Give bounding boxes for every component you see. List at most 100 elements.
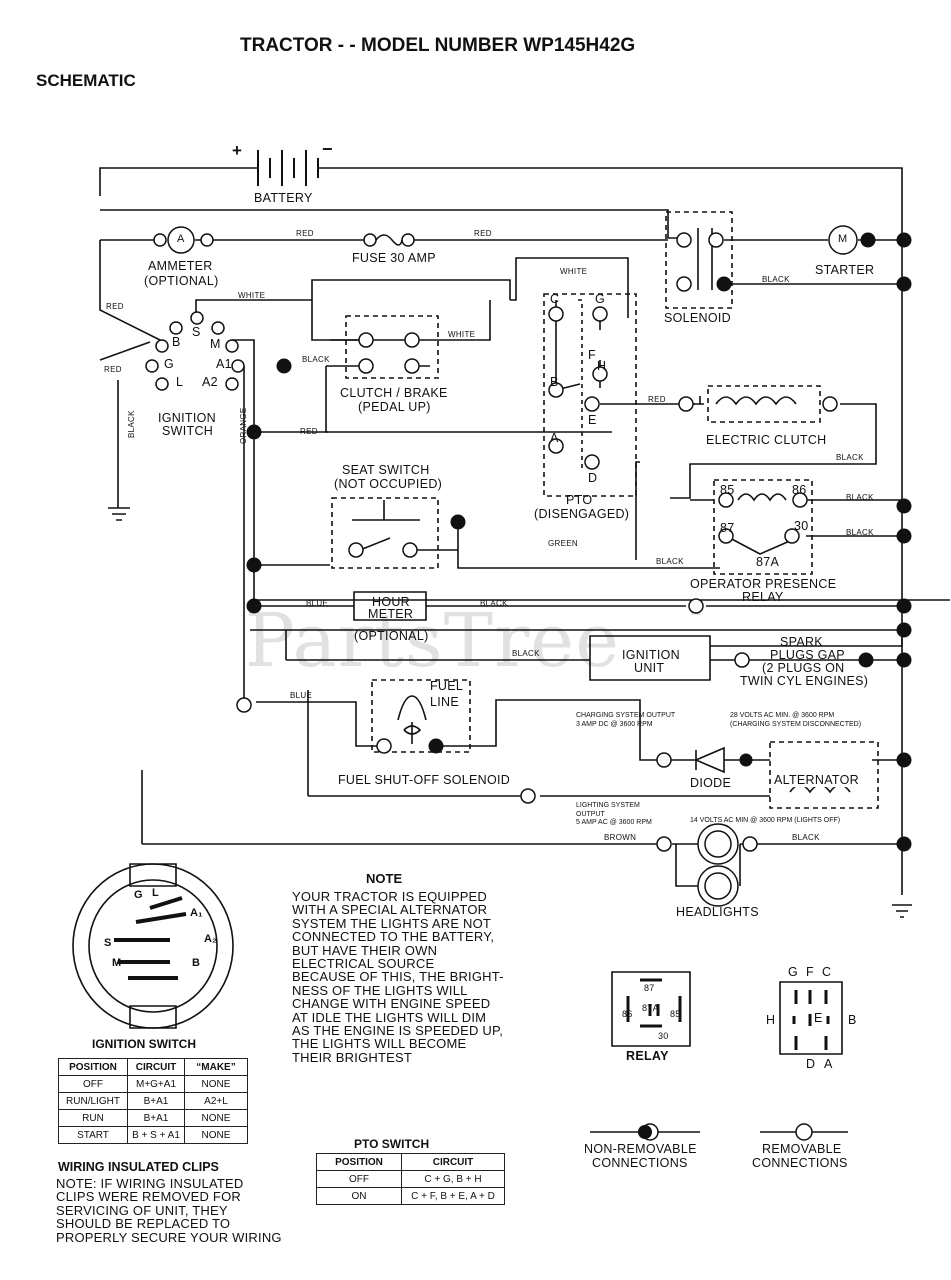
ammeter-icon: A bbox=[177, 233, 185, 245]
ign-detail-s: S bbox=[104, 937, 112, 949]
wire-white-3: WHITE bbox=[448, 330, 476, 339]
table-cell: ON bbox=[316, 1187, 402, 1205]
fuse-icon bbox=[363, 233, 415, 247]
pto-table: POSITION CIRCUIT OFF C + G, B + H ON C +… bbox=[316, 1153, 505, 1205]
legend-removable: REMOVABLE bbox=[762, 1142, 842, 1156]
pto-label-2: (DISENGAGED) bbox=[534, 507, 630, 521]
wire-white-1: WHITE bbox=[238, 291, 266, 300]
wire-black-headlights: BLACK bbox=[792, 833, 820, 842]
table-header: “MAKE” bbox=[184, 1058, 248, 1076]
relay-pin-87a: 87A bbox=[756, 555, 780, 569]
pto-detail-f: F bbox=[806, 965, 814, 979]
wire-red-4: RED bbox=[104, 365, 122, 374]
alternator-label: ALTERNATOR bbox=[774, 773, 859, 787]
page-title: TRACTOR - - MODEL NUMBER WP145H42G bbox=[240, 35, 636, 56]
ammeter-label: AMMETER bbox=[148, 259, 213, 273]
note-line: CHANGE WITH ENGINE SPEED bbox=[292, 996, 491, 1012]
lighting-output-label: LIGHTING SYSTEM bbox=[576, 802, 640, 809]
clips-body: NOTE: IF WIRING INSULATED CLIPS WERE REM… bbox=[56, 1177, 282, 1244]
pto-detail-e: E bbox=[814, 1011, 823, 1025]
relay-detail-caption: RELAY bbox=[626, 1049, 669, 1063]
table-row: RUN/LIGHT B+A1 A2+L bbox=[58, 1092, 248, 1110]
wire-brown: BROWN bbox=[604, 833, 637, 842]
starter-motor-icon: M bbox=[838, 233, 848, 245]
battery-label: BATTERY bbox=[254, 191, 313, 205]
note-line: AT IDLE THE LIGHTS WILL DIM bbox=[292, 1009, 487, 1025]
pto-detail-a: A bbox=[824, 1057, 833, 1071]
ign-terminal-m: M bbox=[210, 337, 221, 351]
fuel-line-label-2: LINE bbox=[430, 695, 459, 709]
non-removable-connection-icon bbox=[638, 1125, 652, 1139]
wire-red-3: RED bbox=[106, 302, 124, 311]
relay-detail-86: 86 bbox=[622, 1009, 633, 1019]
note-line: YOUR TRACTOR IS EQUIPPED bbox=[292, 889, 488, 904]
note-line: BUT HAVE THEIR OWN bbox=[292, 942, 438, 958]
volts14-label: 14 VOLTS AC MIN @ 3600 RPM (LIGHTS OFF) bbox=[690, 817, 841, 824]
wire-red-clutch: RED bbox=[300, 427, 318, 436]
seat-switch-label-2: (NOT OCCUPIED) bbox=[334, 477, 443, 491]
ammeter-optional: (OPTIONAL) bbox=[144, 274, 219, 288]
pto-terminal-b: B bbox=[550, 375, 559, 389]
wire-blue-1: BLUE bbox=[306, 599, 329, 608]
note-line: THE LIGHTS WILL BECOME bbox=[292, 1036, 467, 1052]
table-row: OFF C + G, B + H bbox=[316, 1170, 505, 1188]
table-cell: NONE bbox=[184, 1075, 248, 1093]
note-line: WITH A SPECIAL ALTERNATOR bbox=[292, 902, 488, 918]
page-subtitle: SCHEMATIC bbox=[36, 71, 136, 90]
note-line: CONNECTED TO THE BATTERY, bbox=[292, 929, 495, 945]
table-cell: B + S + A1 bbox=[127, 1126, 185, 1144]
table-cell: OFF bbox=[316, 1170, 402, 1188]
table-header: CIRCUIT bbox=[127, 1058, 185, 1076]
relay-detail-87a: 87A bbox=[642, 1003, 659, 1013]
pto-terminal-a: A bbox=[550, 431, 559, 445]
clips-line: SERVICING OF UNIT, THEY bbox=[56, 1202, 228, 1218]
table-cell: B+A1 bbox=[127, 1109, 185, 1127]
battery-minus: − bbox=[322, 139, 333, 159]
ign-detail-b: B bbox=[192, 957, 200, 969]
clips-heading: WIRING INSULATED CLIPS bbox=[58, 1160, 219, 1174]
pto-detail-b: B bbox=[848, 1013, 857, 1027]
table-header: POSITION bbox=[316, 1153, 402, 1171]
clips-line: CLIPS WERE REMOVED FOR bbox=[56, 1189, 241, 1205]
pto-terminal-g: G bbox=[595, 292, 606, 306]
table-cell: B+A1 bbox=[127, 1092, 185, 1110]
spark-label: SPARK bbox=[780, 635, 823, 649]
table-row: OFF M+G+A1 NONE bbox=[58, 1075, 248, 1093]
ignition-switch-label: IGNITION bbox=[158, 411, 216, 425]
wire-black-relay2: BLACK bbox=[846, 528, 874, 537]
wire-black-clutch: BLACK bbox=[302, 355, 330, 364]
clips-line: SHOULD BE REPLACED TO bbox=[56, 1216, 231, 1232]
table-cell: C + G, B + H bbox=[401, 1170, 505, 1188]
electric-clutch-label: ELECTRIC CLUTCH bbox=[706, 433, 827, 447]
ign-detail-a1: A₁ bbox=[190, 907, 203, 919]
ign-terminal-s: S bbox=[192, 325, 201, 339]
table-header-row: POSITION CIRCUIT “MAKE” bbox=[58, 1058, 248, 1076]
note-line: SYSTEM THE LIGHTS ARE NOT bbox=[292, 915, 492, 931]
note-line: THEIR BRIGHTEST bbox=[292, 1049, 413, 1065]
pto-terminal-f: F bbox=[588, 348, 596, 362]
note-line: BECAUSE OF THIS, THE BRIGHT- bbox=[292, 969, 504, 985]
note-heading: NOTE bbox=[366, 871, 403, 886]
wire-red-1: RED bbox=[296, 229, 314, 238]
lighting-output-label-3: 5 AMP AC @ 3600 RPM bbox=[576, 819, 652, 826]
wire-black-starter: BLACK bbox=[762, 275, 790, 284]
legend-non-removable: NON-REMOVABLE bbox=[584, 1142, 697, 1156]
ign-terminal-g: G bbox=[164, 357, 175, 371]
table-cell: RUN bbox=[58, 1109, 128, 1127]
ignition-table: POSITION CIRCUIT “MAKE” OFF M+G+A1 NONE … bbox=[58, 1058, 248, 1144]
wire-black-relay1: BLACK bbox=[846, 493, 874, 502]
diode-label: DIODE bbox=[690, 776, 732, 790]
wire-orange: ORANGE bbox=[239, 407, 248, 444]
pto-terminal-h: H bbox=[597, 359, 607, 373]
hour-meter-label: HOUR bbox=[372, 595, 411, 609]
note-body: YOUR TRACTOR IS EQUIPPED WITH A SPECIAL … bbox=[292, 889, 504, 1065]
ign-terminal-l: L bbox=[176, 375, 184, 389]
relay-pin-86: 86 bbox=[792, 483, 807, 497]
note-line: NESS OF THE LIGHTS WILL bbox=[292, 982, 468, 998]
table-row: ON C + F, B + E, A + D bbox=[316, 1187, 505, 1205]
relay-detail-87: 87 bbox=[644, 983, 655, 993]
wire-red-eclutch: RED bbox=[648, 395, 666, 404]
hour-meter-optional: (OPTIONAL) bbox=[354, 629, 429, 643]
ignition-unit-label: IGNITION bbox=[622, 648, 680, 662]
wire-black-relay3: BLACK bbox=[656, 557, 684, 566]
